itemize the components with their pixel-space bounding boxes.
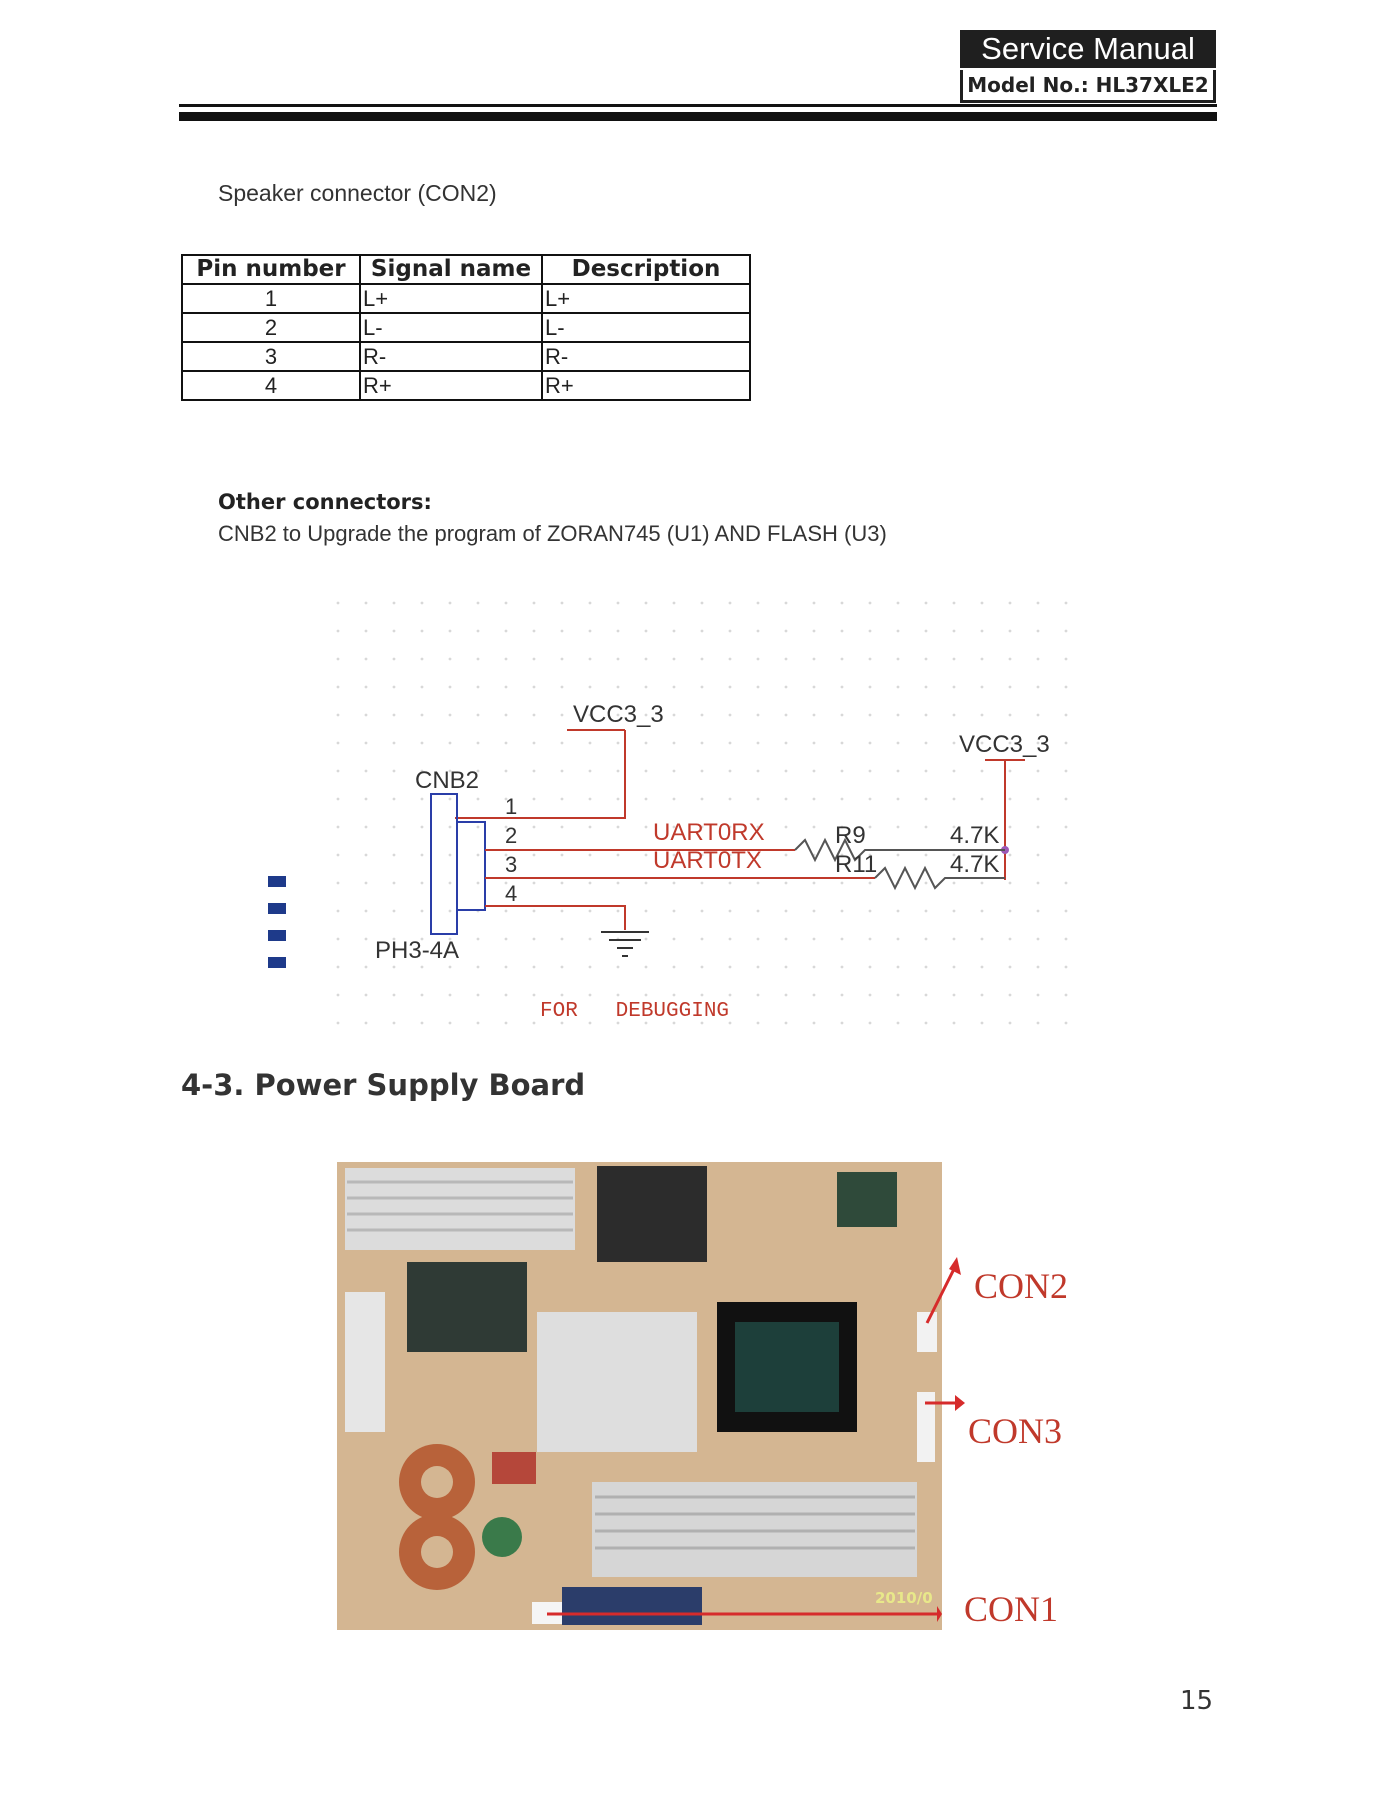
- description-cell: L+: [541, 283, 751, 314]
- con1-label: CON1: [964, 1589, 1059, 1629]
- header-rule-thick: [179, 112, 1217, 121]
- part-label: PH3-4A: [375, 937, 459, 964]
- con2-socket: [917, 1312, 937, 1352]
- table-row: 1 L+ L+: [181, 283, 751, 314]
- uart-rx-label: UART0RX: [653, 819, 765, 846]
- uart-tx-label: UART0TX: [653, 847, 762, 874]
- model-number: Model No.: HL37XLE2: [960, 70, 1216, 103]
- r9-value: 4.7K: [950, 822, 999, 849]
- r9-label: R9: [835, 822, 866, 849]
- table-row: 2 L- L-: [181, 312, 751, 343]
- capacitor-red: [492, 1452, 536, 1484]
- pin-label-4: 4: [505, 881, 517, 906]
- bullet-marker: [268, 957, 286, 968]
- pin4-wire: [485, 905, 626, 930]
- table-row: 4 R+ R+: [181, 370, 751, 401]
- pin1-wire: [455, 730, 626, 819]
- pin-label-2: 2: [505, 823, 517, 848]
- transformer-core: [735, 1322, 839, 1412]
- debug-schematic: VCC3_3 VCC3_3 CNB2 1 2 3 4 UART0RX UART0…: [335, 600, 1075, 1040]
- connector-pins-frame: [456, 821, 486, 911]
- col-pin-number: Pin number: [181, 254, 361, 285]
- signal-cell: R+: [359, 370, 543, 401]
- date-stamp: 2010/0: [875, 1589, 933, 1607]
- col-description: Description: [541, 254, 751, 285]
- other-connectors-heading: Other connectors:: [218, 490, 432, 514]
- rectifier-bank: [597, 1166, 707, 1262]
- pin-cell: 4: [181, 370, 361, 401]
- description-cell: L-: [541, 312, 751, 343]
- header-rule-thin: [179, 104, 1217, 107]
- speaker-caption: Speaker connector (CON2): [218, 180, 497, 206]
- other-connectors-text: CNB2 to Upgrade the program of ZORAN745 …: [218, 521, 887, 546]
- pin-label-3: 3: [505, 852, 517, 877]
- label-sticker: [345, 1292, 385, 1432]
- toroid-coils: [399, 1444, 475, 1590]
- pin-cell: 1: [181, 283, 361, 314]
- bullet-marker: [268, 930, 286, 941]
- bullet-markers: [268, 876, 286, 984]
- description-cell: R-: [541, 341, 751, 372]
- signal-cell: R-: [359, 341, 543, 372]
- speaker-pin-table: Pin number Signal name Description 1 L+ …: [181, 254, 751, 401]
- description-cell: R+: [541, 370, 751, 401]
- bullet-marker: [268, 876, 286, 887]
- signal-cell: L-: [359, 312, 543, 343]
- grid-dots: [335, 600, 1075, 1040]
- transformer-small: [407, 1262, 527, 1352]
- bullet-marker: [268, 903, 286, 914]
- table-header-row: Pin number Signal name Description: [181, 254, 751, 285]
- r9-resistor: [794, 837, 1005, 863]
- vcc-right-label: VCC3_3: [959, 731, 1050, 758]
- header-box: Service Manual Model No.: HL37XLE2: [960, 30, 1216, 104]
- signal-cell: L+: [359, 283, 543, 314]
- con2-label: CON2: [974, 1266, 1069, 1306]
- pin-label-1: 1: [505, 794, 517, 819]
- pin-cell: 2: [181, 312, 361, 343]
- table-row: 3 R- R-: [181, 341, 751, 372]
- con-arrows: [925, 1257, 965, 1411]
- shield-plate: [537, 1312, 697, 1452]
- page-number: 15: [1180, 1686, 1214, 1716]
- heatsink-fins: [347, 1180, 573, 1232]
- pin-cell: 3: [181, 341, 361, 372]
- r11-label: R11: [835, 851, 877, 878]
- con3-arrow: [925, 1395, 965, 1411]
- col-signal-name: Signal name: [359, 254, 543, 285]
- vcc-left-label: VCC3_3: [573, 701, 664, 728]
- power-board-photo: 2010/0: [337, 1162, 942, 1630]
- con1-arrow: [547, 1606, 942, 1622]
- r11-resistor: [874, 865, 1005, 891]
- capacitor-green: [482, 1517, 522, 1557]
- choke-top-right: [837, 1172, 897, 1227]
- r11-value: 4.7K: [950, 851, 999, 878]
- con2-arrow: [925, 1257, 961, 1324]
- connector-label: CNB2: [415, 767, 479, 794]
- con3-label: CON3: [968, 1411, 1063, 1451]
- section-title: 4-3. Power Supply Board: [181, 1068, 586, 1102]
- heatsink-bottom-fins: [595, 1495, 915, 1550]
- manual-title: Service Manual: [960, 30, 1216, 68]
- debug-note: FOR DEBUGGING: [540, 1000, 729, 1023]
- capacitor-row: [562, 1587, 702, 1625]
- con3-socket: [917, 1392, 935, 1462]
- ground-symbol: [601, 931, 649, 957]
- heatsink-top: [345, 1168, 575, 1250]
